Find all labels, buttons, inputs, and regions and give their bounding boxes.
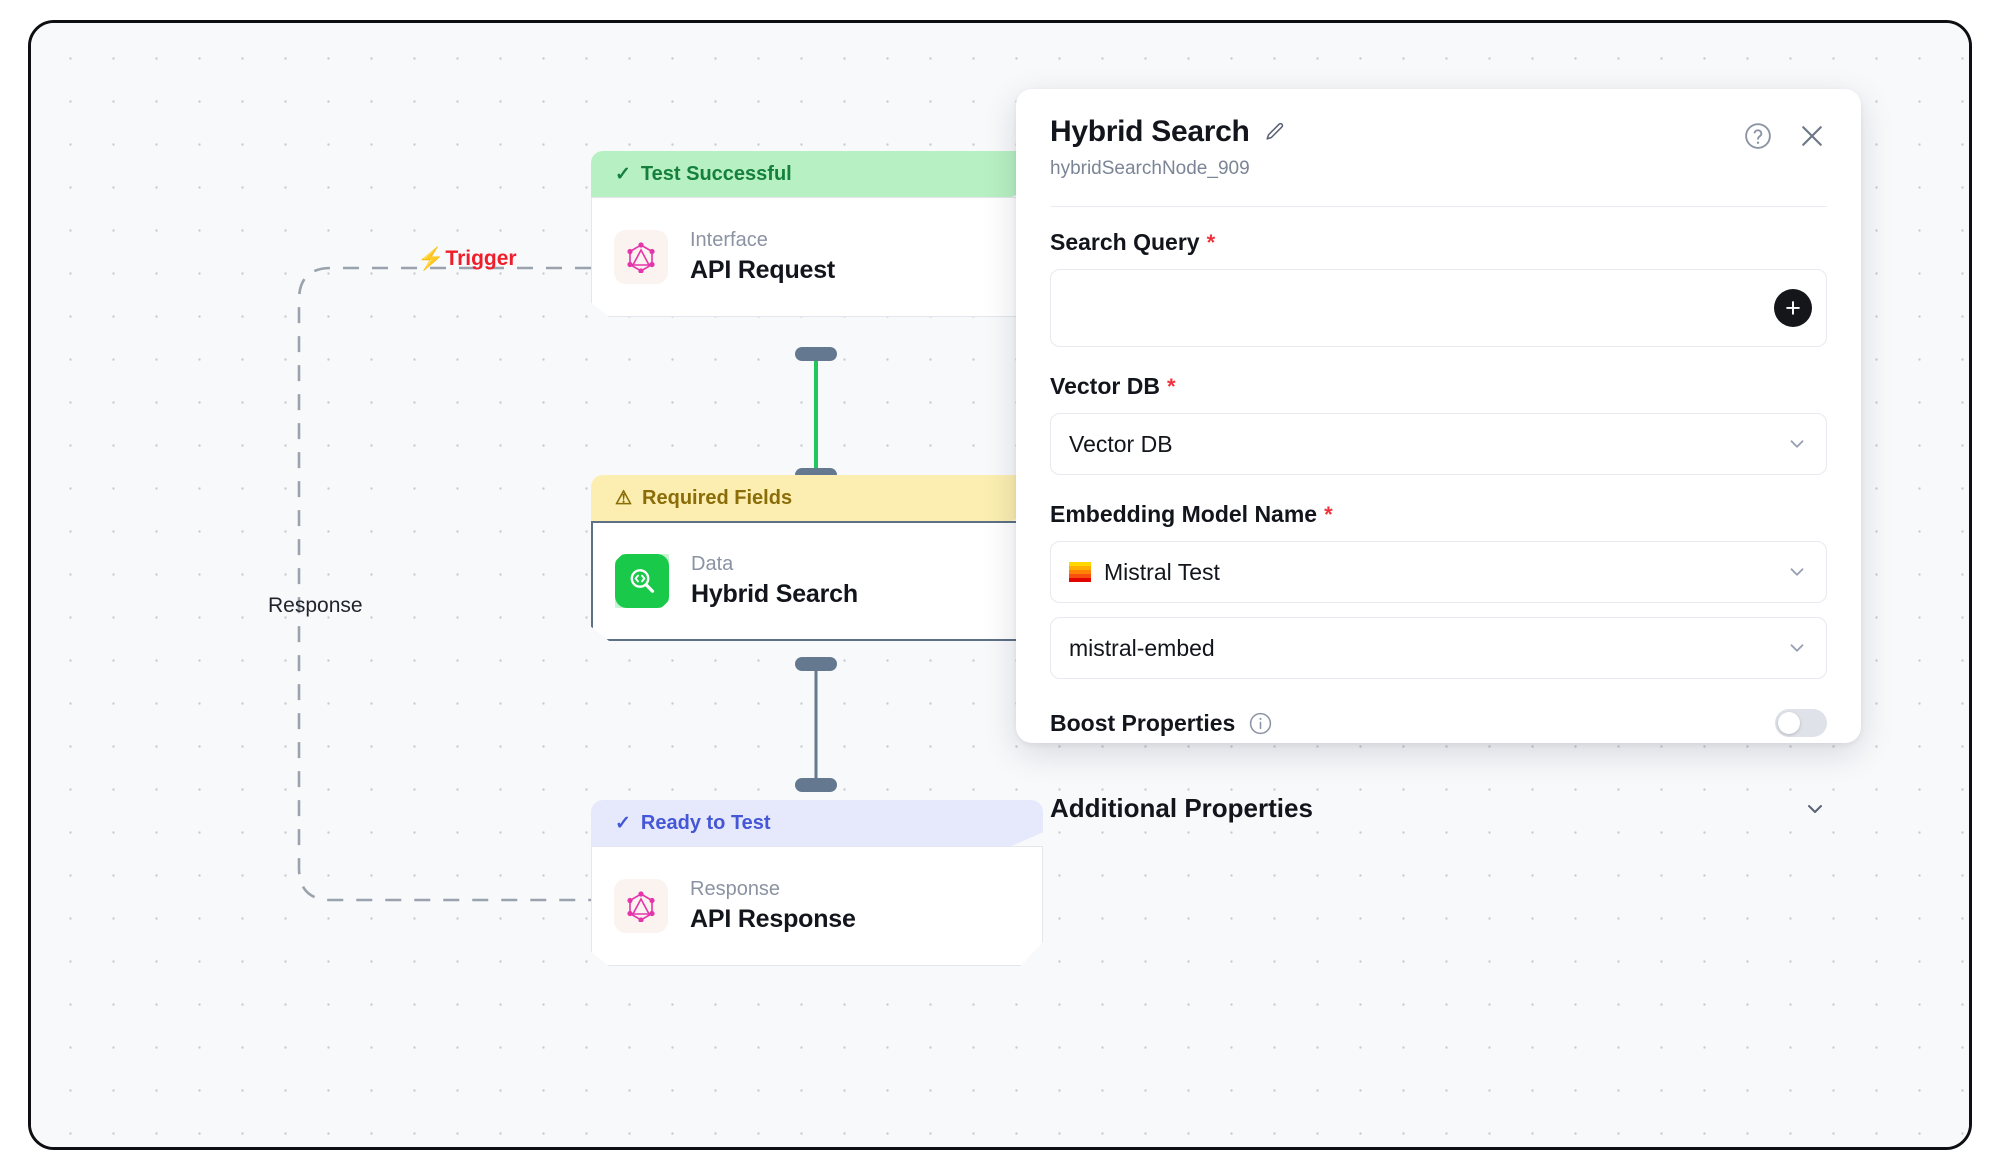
edge-label-response: Response <box>268 594 363 617</box>
node-type-label: Response <box>690 878 781 900</box>
check-icon: ✓ <box>615 163 631 185</box>
embedding-provider-value: Mistral Test <box>1104 558 1220 585</box>
node-hybrid-search[interactable]: ⚠ Required Fields Data Hybrid Search <box>591 475 1043 641</box>
panel-header: Hybrid Search hybridSearchNode_909 <box>1050 115 1827 207</box>
boost-properties-label: Boost Properties <box>1050 709 1236 736</box>
warning-triangle-icon: ⚠ <box>615 487 633 509</box>
additional-properties-accordion[interactable]: Additional Properties <box>1050 793 1827 824</box>
node-status-text: Required Fields <box>642 486 793 509</box>
help-circle-icon[interactable] <box>1743 121 1773 151</box>
field-label: Search Query * <box>1050 229 1827 256</box>
node-card[interactable]: Data Hybrid Search <box>591 521 1043 641</box>
field-label: Embedding Model Name * <box>1050 501 1827 528</box>
node-status-banner: ⚠ Required Fields <box>591 475 1043 521</box>
edge-trigger-response <box>297 266 591 902</box>
field-embedding-model: Embedding Model Name * Mistral Test mi <box>1050 501 1827 679</box>
required-marker: * <box>1166 373 1176 399</box>
node-api-request[interactable]: ✓ Test Successful <box>591 151 1043 317</box>
chevron-down-icon <box>1786 433 1808 455</box>
required-marker: * <box>1206 229 1216 255</box>
node-status-banner: ✓ Ready to Test <box>591 800 1043 846</box>
check-icon: ✓ <box>615 812 631 834</box>
field-vector-db: Vector DB * Vector DB <box>1050 373 1827 475</box>
node-type-label: Data <box>691 553 734 575</box>
embedding-model-select[interactable]: mistral-embed <box>1050 617 1827 679</box>
chevron-down-icon <box>1786 637 1808 659</box>
toggle-knob <box>1778 712 1800 734</box>
vector-db-value: Vector DB <box>1069 430 1173 457</box>
app-window: ⚡ Trigger Response ✓ Test Successful <box>28 20 1972 1150</box>
required-marker: * <box>1324 501 1333 527</box>
handle-in-response <box>795 778 837 792</box>
search-query-label: Search Query <box>1050 229 1200 255</box>
code-search-icon <box>615 554 669 608</box>
node-card[interactable]: Interface API Request <box>591 197 1043 317</box>
bolt-icon: ⚡ <box>417 246 445 271</box>
search-query-input[interactable]: + <box>1050 269 1827 347</box>
flow-canvas[interactable]: ⚡ Trigger Response ✓ Test Successful <box>31 23 1969 1147</box>
field-label: Vector DB * <box>1050 373 1827 400</box>
embedding-model-value: mistral-embed <box>1069 634 1215 661</box>
edge-label-trigger: ⚡ Trigger <box>417 247 517 271</box>
panel-body: Search Query * + Vector DB * Vector DB <box>1050 207 1827 824</box>
node-title-label: API Request <box>690 256 836 284</box>
node-type-label: Interface <box>690 229 768 251</box>
node-api-response[interactable]: ✓ Ready to Test <box>591 800 1043 966</box>
boost-properties-toggle[interactable] <box>1775 709 1827 737</box>
vector-db-label: Vector DB <box>1050 373 1160 399</box>
chevron-down-icon <box>1803 797 1827 821</box>
chevron-down-icon <box>1786 561 1808 583</box>
close-icon[interactable] <box>1797 121 1827 151</box>
trigger-label-text: Trigger <box>445 247 517 270</box>
graphql-icon <box>614 879 668 933</box>
info-circle-icon[interactable] <box>1248 711 1273 736</box>
page-title: Hybrid Search <box>1050 115 1250 148</box>
node-status-text: Ready to Test <box>640 811 771 834</box>
embedding-provider-select[interactable]: Mistral Test <box>1050 541 1827 603</box>
node-card[interactable]: Response API Response <box>591 846 1043 966</box>
field-boost-properties: Boost Properties <box>1050 709 1827 737</box>
divider <box>1050 206 1827 207</box>
node-title-label: API Response <box>690 905 856 933</box>
embedding-model-label: Embedding Model Name <box>1050 501 1318 527</box>
node-id-label: hybridSearchNode_909 <box>1050 158 1250 179</box>
pencil-icon[interactable] <box>1264 121 1286 143</box>
handle-out-request <box>795 347 837 361</box>
graphql-icon <box>614 230 668 284</box>
vector-db-select[interactable]: Vector DB <box>1050 413 1827 475</box>
node-title-label: Hybrid Search <box>691 580 858 608</box>
node-status-banner: ✓ Test Successful <box>591 151 1043 197</box>
additional-properties-label: Additional Properties <box>1050 793 1313 823</box>
node-properties-panel: Hybrid Search hybridSearchNode_909 <box>1016 89 1861 823</box>
mistral-logo-icon <box>1069 562 1091 582</box>
plus-icon[interactable]: + <box>1774 289 1812 327</box>
field-search-query: Search Query * + <box>1050 229 1827 347</box>
node-status-text: Test Successful <box>640 162 792 185</box>
handle-out-hybrid <box>795 657 837 671</box>
